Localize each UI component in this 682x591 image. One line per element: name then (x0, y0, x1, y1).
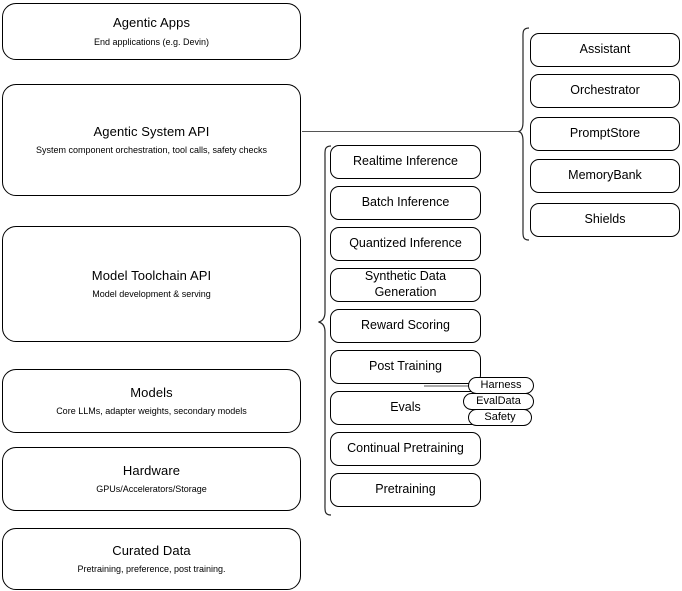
capability-label: Reward Scoring (361, 318, 450, 333)
layer-title: Hardware (122, 462, 181, 478)
layer-title: Curated Data (112, 542, 191, 558)
capability-realtime-inference[interactable]: Realtime Inference (330, 145, 481, 179)
pill-label: EvalData (476, 395, 521, 407)
system-component-label: MemoryBank (568, 168, 642, 183)
evals-subcomponent-harness[interactable]: Harness (468, 377, 534, 394)
layer-agentic-apps[interactable]: Agentic Apps End applications (e.g. Devi… (2, 3, 301, 60)
system-component-shields[interactable]: Shields (530, 203, 680, 237)
layer-subtitle: Pretraining, preference, post training. (77, 564, 226, 574)
capability-reward-scoring[interactable]: Reward Scoring (330, 309, 481, 343)
layer-subtitle: System component orchestration, tool cal… (35, 145, 268, 155)
layer-model-toolchain-api[interactable]: Model Toolchain API Model development & … (2, 226, 301, 342)
capability-label: Realtime Inference (353, 154, 458, 169)
capability-label: Batch Inference (361, 195, 450, 210)
pill-label: Harness (480, 379, 522, 391)
capability-continual-pretraining[interactable]: Continual Pretraining (330, 432, 481, 466)
layer-subtitle: End applications (e.g. Devin) (93, 36, 210, 47)
layer-title: Agentic System API (93, 123, 210, 139)
system-component-label: PromptStore (569, 126, 641, 141)
system-component-label: Shields (584, 212, 626, 227)
layer-title: Models (130, 384, 173, 400)
layer-subtitle: Model development & serving (92, 289, 211, 299)
capability-label: Continual Pretraining (347, 441, 464, 456)
capability-label: Pretraining (375, 482, 436, 497)
layer-title: Agentic Apps (112, 15, 191, 31)
capability-label: Post Training (369, 359, 442, 374)
capability-quantized-inference[interactable]: Quantized Inference (330, 227, 481, 261)
capability-label: Quantized Inference (349, 236, 462, 251)
capability-synthetic-data-generation[interactable]: Synthetic Data Generation (330, 268, 481, 302)
system-component-memorybank[interactable]: MemoryBank (530, 159, 680, 193)
layer-hardware[interactable]: Hardware GPUs/Accelerators/Storage (2, 447, 301, 511)
capability-batch-inference[interactable]: Batch Inference (330, 186, 481, 220)
evals-subcomponent-evaldata[interactable]: EvalData (463, 393, 534, 410)
layer-subtitle: GPUs/Accelerators/Storage (96, 484, 207, 494)
layer-agentic-system-api[interactable]: Agentic System API System component orch… (2, 84, 301, 196)
capability-label: Synthetic Data Generation (364, 269, 447, 299)
capability-post-training[interactable]: Post Training (330, 350, 481, 384)
system-component-promptstore[interactable]: PromptStore (530, 117, 680, 151)
capability-evals[interactable]: Evals (330, 391, 481, 425)
layer-subtitle: Core LLMs, adapter weights, secondary mo… (56, 406, 247, 416)
pill-label: Safety (484, 411, 516, 423)
system-component-assistant[interactable]: Assistant (530, 33, 680, 67)
capability-pretraining[interactable]: Pretraining (330, 473, 481, 507)
layer-curated-data[interactable]: Curated Data Pretraining, preference, po… (2, 528, 301, 590)
system-component-label: Orchestrator (570, 83, 640, 98)
capability-label: Evals (390, 400, 421, 415)
system-component-label: Assistant (579, 42, 631, 57)
layer-models[interactable]: Models Core LLMs, adapter weights, secon… (2, 369, 301, 433)
system-component-orchestrator[interactable]: Orchestrator (530, 74, 680, 108)
brace-system-components (518, 27, 530, 241)
evals-subcomponent-safety[interactable]: Safety (468, 409, 532, 426)
layer-title: Model Toolchain API (91, 267, 212, 283)
